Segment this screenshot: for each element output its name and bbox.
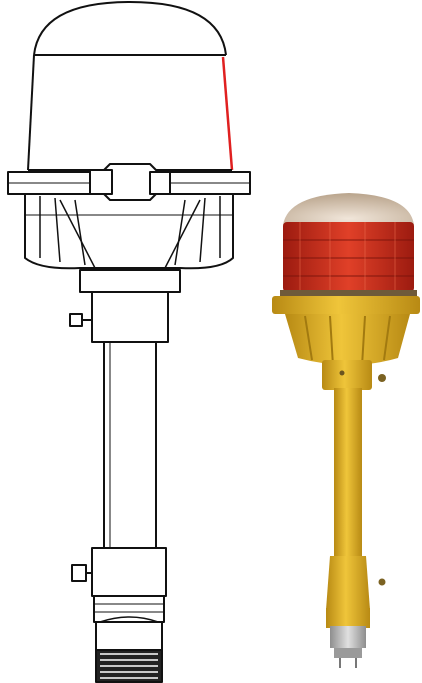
drawing-lens-red-edge (221, 56, 234, 171)
photo-red-lens (283, 222, 414, 292)
photo-collar (322, 360, 372, 390)
technical-drawing (7, 1, 251, 683)
photo-flange (272, 296, 420, 314)
product-photo (272, 193, 420, 668)
photo-dome (283, 193, 414, 225)
drawing-set-screw-top (69, 313, 83, 327)
drawing-set-screw-bottom (71, 564, 87, 582)
drawing-collar (79, 269, 181, 293)
photo-pole (334, 388, 362, 558)
photo-lower-coupling (326, 556, 370, 610)
drawing-lower-coupling (91, 547, 167, 597)
photo-metal-base (330, 626, 366, 648)
drawing-dome (33, 1, 227, 56)
photo-housing (285, 314, 410, 365)
drawing-housing (24, 194, 234, 270)
